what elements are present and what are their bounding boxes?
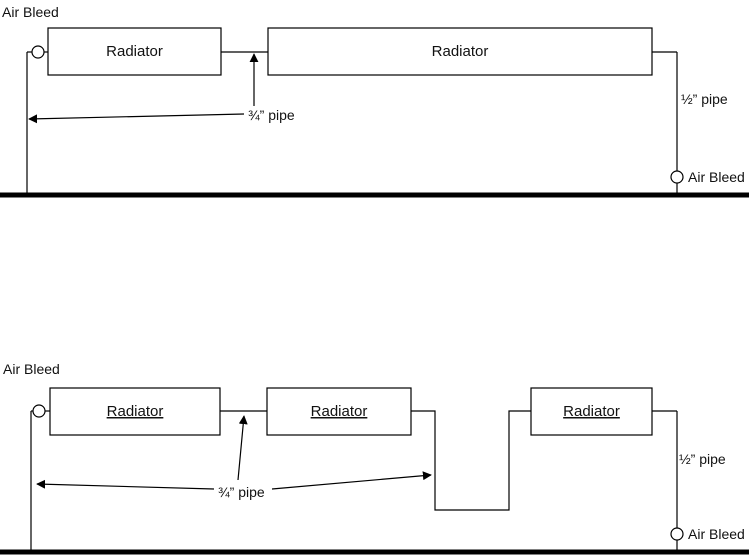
- annotation-arrow-left: [28, 113, 245, 124]
- radiator-1: [47, 27, 222, 76]
- annotation-arrow-right: [271, 471, 432, 490]
- annotation-arrow-left: [36, 479, 215, 490]
- pipe-size-label-three-quarter: ¾” pipe: [218, 484, 265, 500]
- air-bleed-valve-top[interactable]: [32, 404, 46, 418]
- pipe-size-label-three-quarter: ¾” pipe: [248, 107, 295, 123]
- air-bleed-valve-bottom[interactable]: [670, 527, 684, 541]
- air-bleed-label-top: Air Bleed: [3, 361, 60, 377]
- radiator-3-label: Radiator: [563, 403, 620, 420]
- radiator-2-label: Radiator: [311, 403, 368, 420]
- diagram-series-three-radiators: Air Bleed Radiator Radiator Radiator Air…: [0, 361, 749, 555]
- radiator-2: [267, 27, 653, 76]
- air-bleed-valve-bottom[interactable]: [670, 170, 684, 184]
- air-bleed-valve-top[interactable]: [31, 45, 45, 59]
- air-bleed-label-bottom: Air Bleed: [688, 169, 745, 185]
- radiator-2-label: Radiator: [432, 43, 489, 60]
- pipe-size-label-half-inch: ½” pipe: [679, 451, 726, 467]
- diagram-series-two-radiators: Air Bleed Radiator Radiator Air Bleed ½”…: [0, 4, 749, 198]
- radiator-1-label: Radiator: [106, 43, 163, 60]
- u-drop-pipe: [411, 410, 531, 511]
- air-bleed-label-top: Air Bleed: [2, 4, 59, 20]
- annotation-arrow-up: [237, 415, 248, 481]
- air-bleed-label-bottom: Air Bleed: [688, 526, 745, 542]
- pipe-size-label-half-inch: ½” pipe: [681, 91, 728, 107]
- radiator-1: [49, 387, 221, 436]
- radiator-1-label: Radiator: [107, 403, 164, 420]
